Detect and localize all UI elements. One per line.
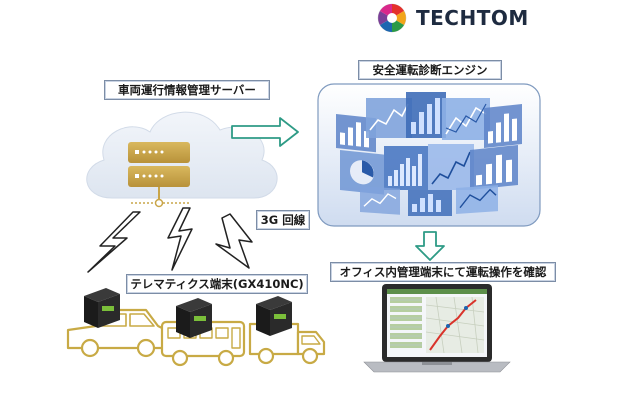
server-label: 車両運行情報管理サーバー <box>104 80 270 100</box>
techtom-logo-icon <box>377 3 407 33</box>
lightning-icon <box>87 207 253 273</box>
network-label: 3G 回線 <box>256 210 310 230</box>
arrow-down-icon <box>415 231 445 261</box>
server-icon <box>128 142 190 208</box>
analytics-charts-icon <box>336 92 522 216</box>
office-label: オフィス内管理端末にて運転操作を確認 <box>330 262 556 282</box>
arrow-right-icon <box>231 117 299 147</box>
bus-icon <box>160 320 246 367</box>
brand-name: TECHTOM <box>416 6 529 30</box>
telematics-device-icon <box>84 288 292 338</box>
engine-label: 安全運転診断エンジン <box>358 60 502 80</box>
laptop-icon <box>363 284 511 373</box>
terminal-label: テレマティクス端末(GX410NC) <box>126 274 308 294</box>
